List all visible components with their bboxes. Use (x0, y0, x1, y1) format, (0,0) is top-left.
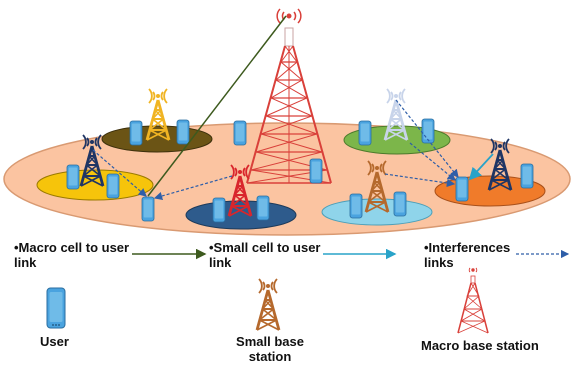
small-cell-yellow (36, 169, 154, 201)
interference-link (153, 175, 233, 201)
user-phone (349, 193, 363, 219)
macro-base-station (246, 8, 332, 184)
legend-small-base-station-icon (255, 277, 281, 332)
macro-to-user-link (147, 15, 287, 197)
user-phone (455, 176, 469, 202)
legend-small-link-label: •Small cell to user link (209, 240, 321, 270)
legend-user-label: User (40, 334, 69, 349)
user-phone (129, 120, 143, 146)
small-cell-to-user-link (468, 153, 494, 181)
user-phone (106, 173, 120, 199)
legend-user-icon (46, 287, 66, 329)
user-phone (358, 120, 372, 146)
legend-macro-base-station-label: Macro base station (421, 338, 539, 353)
user-phone (233, 120, 247, 146)
user-phone (309, 158, 323, 184)
interference-link (395, 99, 459, 178)
user-phone (256, 195, 270, 221)
user-phone (212, 197, 226, 223)
legend-interference-label: •Interferences links (424, 240, 511, 270)
user-phone (393, 191, 407, 217)
user-phone (176, 119, 190, 145)
user-phone (520, 163, 534, 189)
legend-small-base-station-label: Small base station (236, 334, 304, 364)
interference-link (92, 149, 147, 197)
legend-macro-link-label: •Macro cell to user link (14, 240, 130, 270)
legend-macro-base-station-icon (457, 267, 489, 334)
interference-link (384, 173, 456, 188)
user-phone (141, 196, 155, 222)
user-phone (66, 164, 80, 190)
